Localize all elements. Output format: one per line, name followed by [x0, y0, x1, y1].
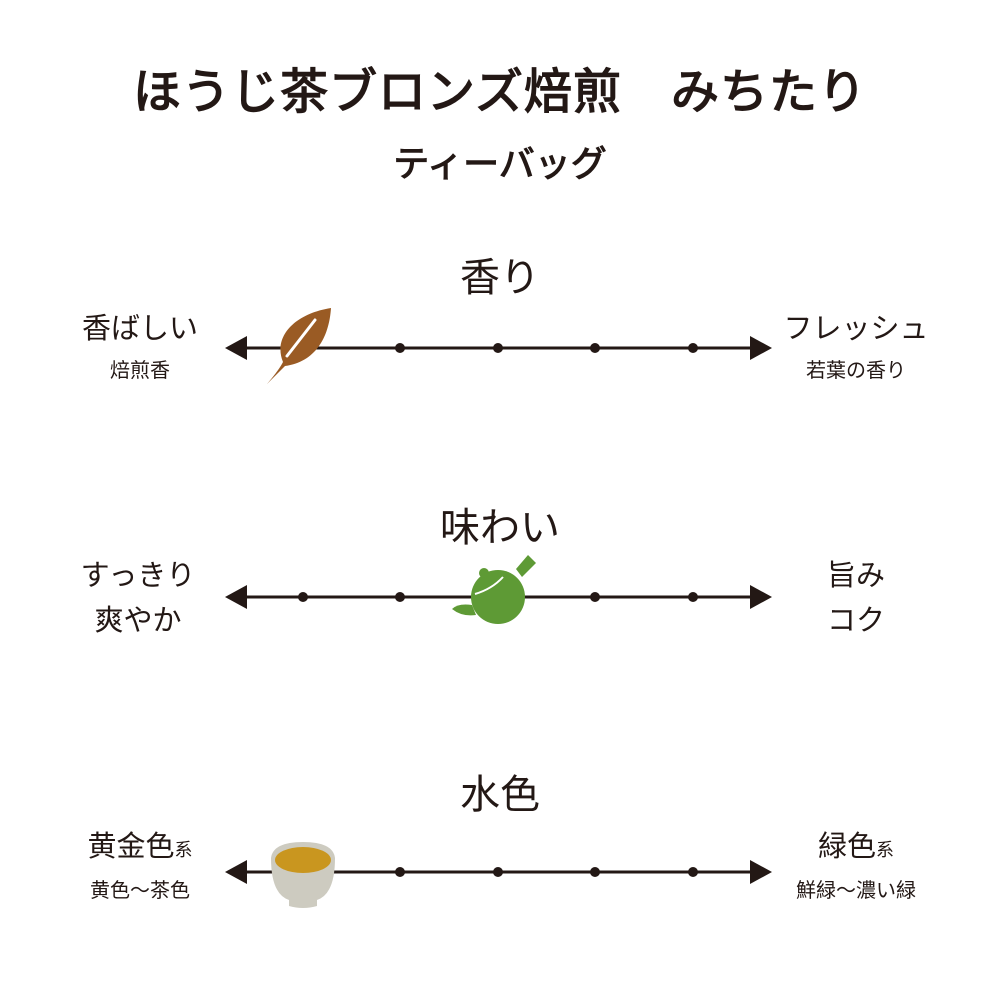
taste-right-label: 旨み	[826, 558, 885, 592]
taste-heading: 味わい	[440, 505, 560, 551]
color-right-sublabel: 鮮緑～濃い緑	[796, 878, 916, 902]
tea-leaf-icon	[267, 308, 331, 384]
color-scale	[225, 842, 772, 908]
aroma-left-label: 香ばしい	[81, 311, 198, 345]
scale-step-dot	[493, 343, 503, 353]
scale-step-dot	[590, 343, 600, 353]
aroma-right-label: フレッシュ	[783, 311, 929, 345]
scale-step-dot	[590, 592, 600, 602]
teapot-icon	[452, 555, 536, 624]
scale-step-dot	[493, 867, 503, 877]
scale-step-dot	[395, 592, 405, 602]
right-arrow-icon	[750, 585, 772, 609]
scale-step-dot	[395, 867, 405, 877]
product-subtitle: ティーバッグ	[393, 143, 607, 185]
left-arrow-icon	[225, 336, 247, 360]
scale-step-dot	[688, 867, 698, 877]
aroma-heading: 香り	[460, 255, 540, 301]
color-right-main: 緑色	[817, 829, 876, 863]
color-heading: 水色	[460, 772, 540, 818]
taste-left-sublabel: 爽やか	[94, 603, 182, 637]
aroma-scale	[225, 308, 772, 384]
color-left-sublabel: 黄色～茶色	[90, 878, 190, 902]
scale-step-dot	[688, 592, 698, 602]
taste-right-sublabel: コク	[826, 603, 885, 637]
right-arrow-icon	[750, 336, 772, 360]
left-arrow-icon	[225, 860, 247, 884]
color-left-main: 黄金色	[87, 829, 175, 863]
product-title: ほうじ茶ブロンズ焙煎 みちたり	[132, 64, 868, 120]
taste-scale	[225, 555, 772, 624]
scale-step-dot	[590, 867, 600, 877]
color-left-label: 黄金色系	[30, 823, 250, 865]
scale-step-dot	[298, 592, 308, 602]
aroma-left-sublabel: 焙煎香	[110, 358, 170, 382]
scale-step-dot	[688, 343, 698, 353]
color-right-label: 緑色系	[746, 823, 966, 865]
scale-step-dot	[395, 343, 405, 353]
color-left-suffix: 系	[174, 840, 193, 861]
left-arrow-icon	[225, 585, 247, 609]
taste-left-label: すっきり	[80, 558, 196, 592]
right-arrow-icon	[750, 860, 772, 884]
aroma-right-sublabel: 若葉の香り	[806, 358, 906, 382]
teacup-icon	[271, 842, 335, 908]
color-right-suffix: 系	[876, 840, 894, 861]
